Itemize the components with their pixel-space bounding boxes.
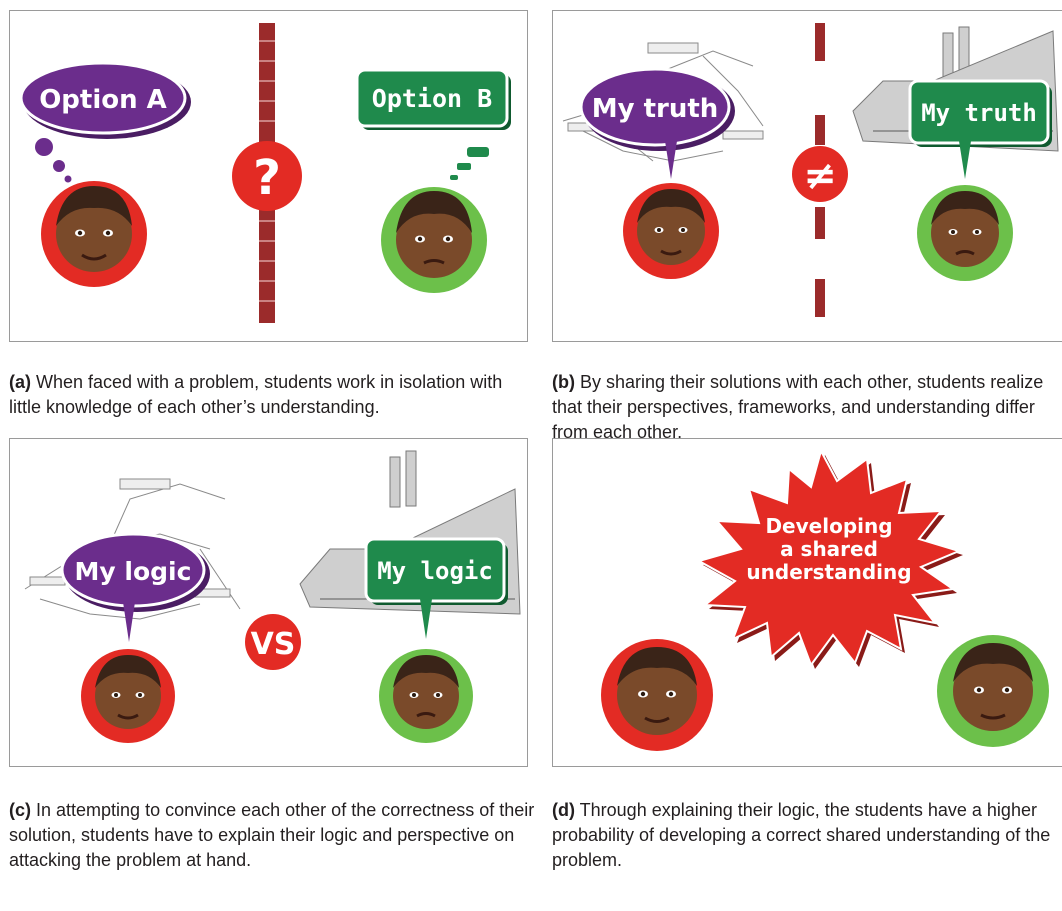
caption-a: (a) When faced with a problem, students … bbox=[9, 370, 529, 420]
versus-icon: VS bbox=[245, 614, 301, 670]
burst-line-2: a shared bbox=[780, 537, 878, 561]
bubble-right-label: My logic bbox=[377, 557, 493, 585]
caption-b-letter: (b) bbox=[552, 372, 575, 392]
panel-a: ? Option A Option B bbox=[9, 10, 528, 342]
caption-d-letter: (d) bbox=[552, 800, 575, 820]
student-avatar-left bbox=[41, 181, 147, 287]
caption-d-text: Through explaining their logic, the stud… bbox=[552, 800, 1051, 870]
question-mark-label: ? bbox=[253, 150, 281, 206]
panel-c-illustration: VS My logic My logic bbox=[24, 450, 521, 743]
starburst-shape: Developing a shared understanding bbox=[696, 448, 963, 669]
student-avatar-right bbox=[937, 635, 1049, 747]
panel-d: Developing a shared understanding bbox=[552, 438, 1062, 767]
caption-c: (c) In attempting to convince each other… bbox=[9, 798, 539, 873]
caption-b-text: By sharing their solutions with each oth… bbox=[552, 372, 1044, 442]
caption-c-text: In attempting to convince each other of … bbox=[9, 800, 535, 870]
not-equal-icon: ≠ bbox=[792, 146, 848, 202]
speech-bubble-left: My logic bbox=[60, 532, 210, 642]
burst-line-3: understanding bbox=[746, 560, 911, 584]
student-avatar-left bbox=[601, 639, 713, 751]
caption-a-letter: (a) bbox=[9, 372, 31, 392]
student-avatar-left bbox=[81, 649, 175, 743]
panel-d-illustration: Developing a shared understanding bbox=[601, 448, 1049, 751]
panel-b-illustration: ≠ My truth My truth bbox=[562, 23, 1059, 317]
speech-bubble-right: My logic bbox=[364, 537, 508, 639]
student-avatar-right bbox=[381, 187, 487, 293]
speech-bubble-right: My truth bbox=[908, 79, 1052, 179]
caption-a-text: When faced with a problem, students work… bbox=[9, 372, 503, 417]
thought-bubble-right: Option B bbox=[355, 68, 511, 180]
bubble-right-label: Option B bbox=[372, 84, 492, 113]
bubble-left-label: Option A bbox=[39, 85, 167, 115]
caption-c-letter: (c) bbox=[9, 800, 31, 820]
student-avatar-right bbox=[379, 649, 473, 743]
bubble-left-label: My truth bbox=[592, 94, 719, 124]
speech-bubble-left: My truth bbox=[579, 67, 735, 179]
bubble-left-label: My logic bbox=[75, 557, 192, 586]
panel-b: ≠ My truth My truth bbox=[552, 10, 1062, 342]
question-mark-icon: ? bbox=[232, 141, 302, 211]
thought-bubble-left: Option A bbox=[19, 61, 191, 183]
not-equal-label: ≠ bbox=[803, 153, 837, 199]
versus-label: VS bbox=[251, 627, 296, 662]
burst-line-1: Developing bbox=[765, 514, 892, 538]
caption-d: (d) Through explaining their logic, the … bbox=[552, 798, 1057, 873]
panel-a-illustration: ? Option A Option B bbox=[19, 23, 511, 323]
panel-c: VS My logic My logic bbox=[9, 438, 528, 767]
bubble-right-label: My truth bbox=[921, 99, 1037, 127]
dashed-divider bbox=[815, 23, 825, 317]
caption-b: (b) By sharing their solutions with each… bbox=[552, 370, 1057, 445]
student-avatar-right bbox=[917, 185, 1013, 281]
student-avatar-left bbox=[623, 183, 719, 279]
